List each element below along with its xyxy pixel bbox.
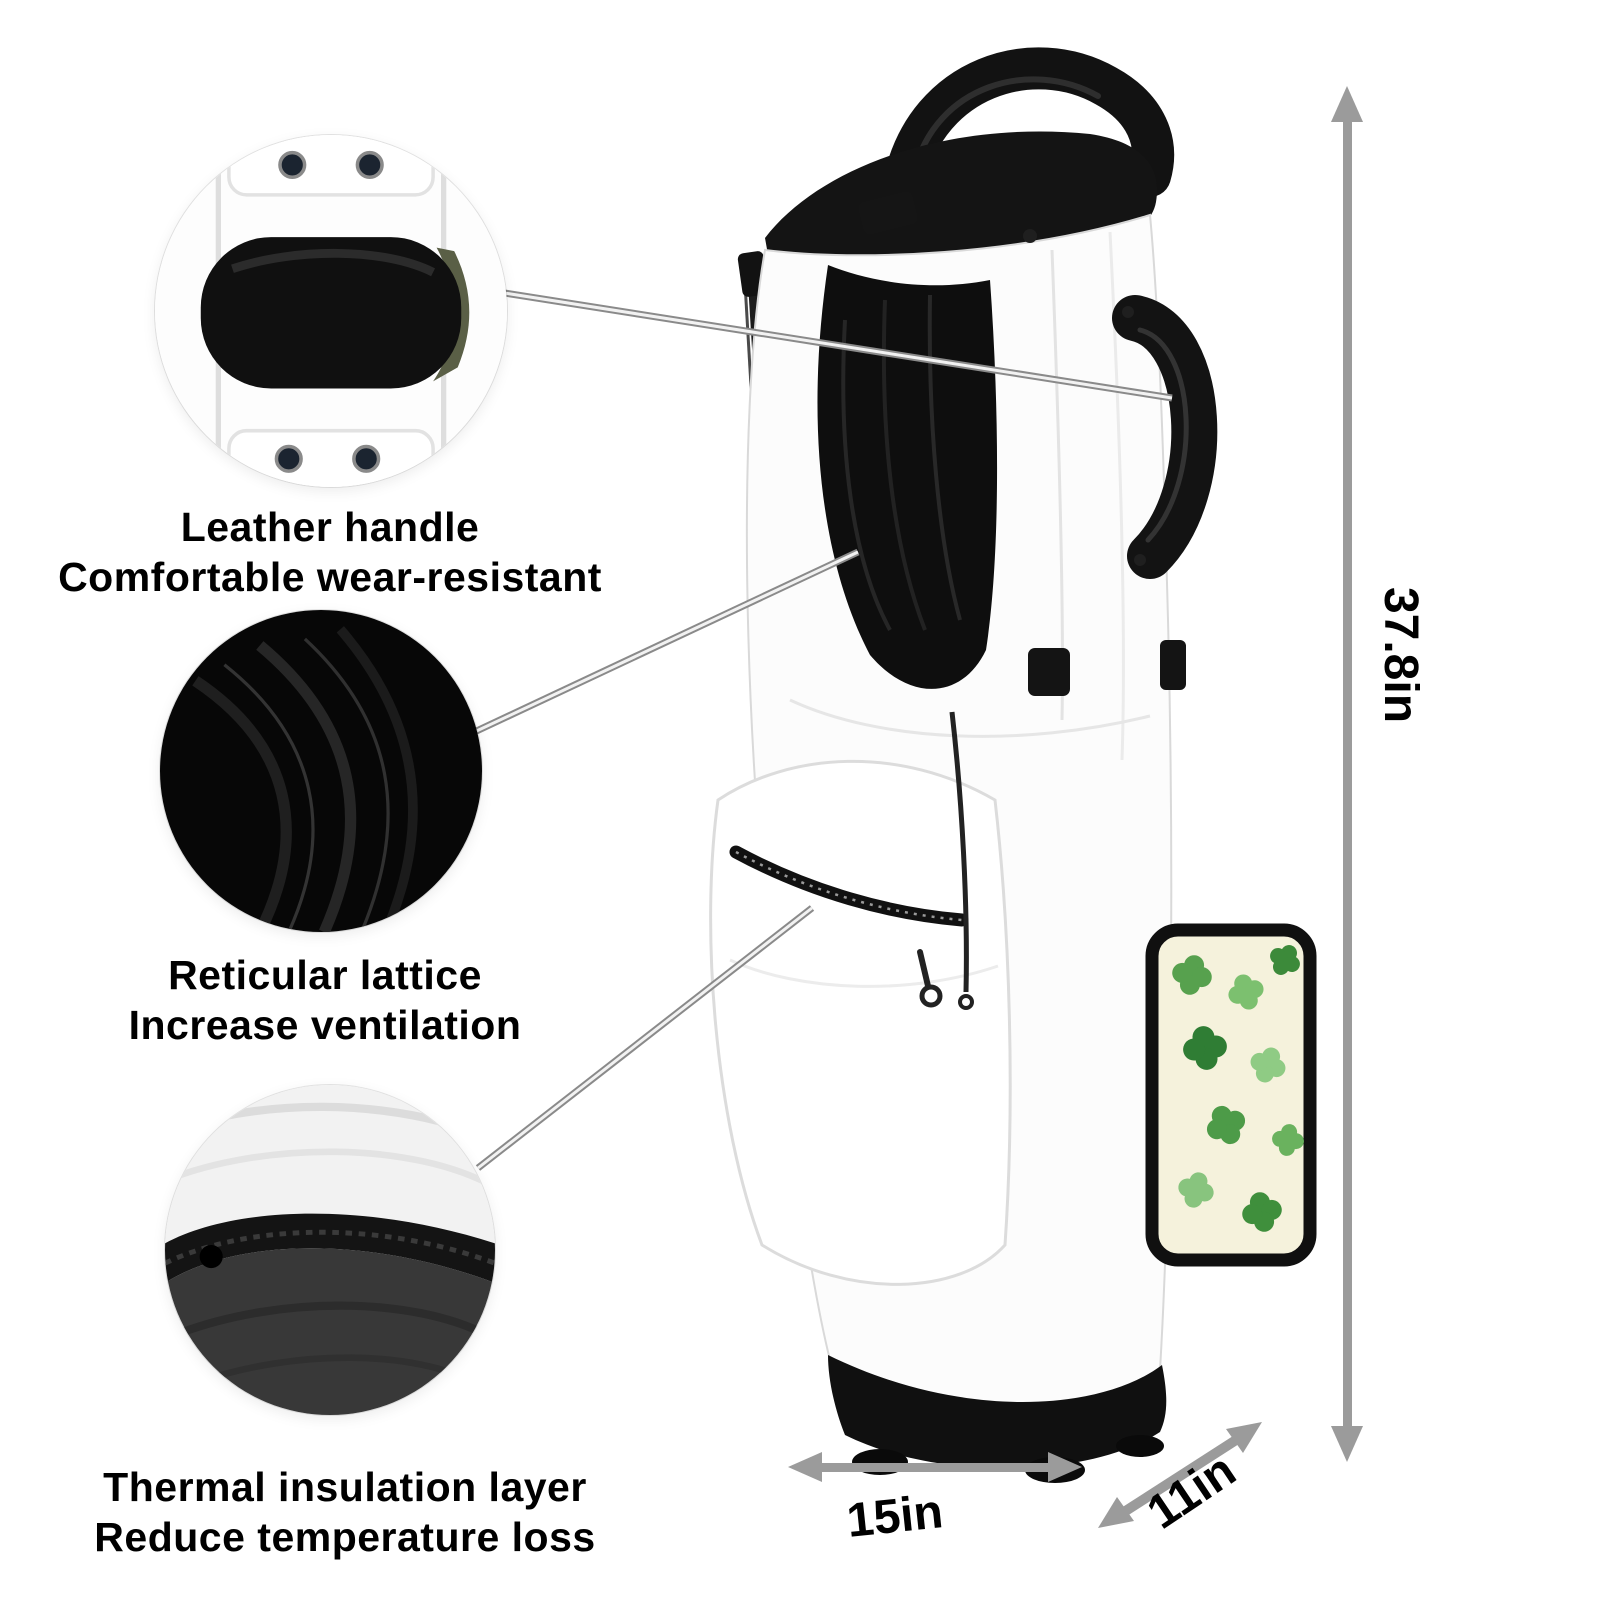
height-dimension-label: 37.8in [1374,586,1427,724]
buckle-clips [858,191,1186,696]
side-handle-icon [1112,295,1218,579]
leather-handle-closeup [155,135,507,487]
clover-pattern [1172,945,1304,1232]
callout-subtitle: Reduce temperature loss [94,1514,596,1561]
width-arrow-icon [788,1452,1082,1482]
clover-pocket [1145,923,1317,1267]
leather-handle-photo [155,135,507,487]
callout-label-leather-handle: Leather handle Comfortable wear-resistan… [5,502,655,602]
depth-arrow-icon [1098,1422,1262,1528]
connector-line-2 [466,548,860,739]
callout-title: Leather handle [180,504,480,550]
insulation-layer-photo [165,1085,495,1415]
top-handle-icon [884,47,1175,199]
callout-title: Reticular lattice [168,952,482,998]
callout-subtitle: Comfortable wear-resistant [58,554,602,601]
connector-lines [466,288,1173,1171]
height-arrow-icon [1331,86,1363,1462]
callout-label-reticular-lattice: Reticular lattice Increase ventilation [5,950,645,1050]
front-pocket [709,711,1012,1286]
callout-title: Thermal insulation layer [103,1464,587,1510]
callout-subtitle: Increase ventilation [128,1002,522,1049]
insulation-layer-closeup [165,1085,495,1415]
callout-label-thermal-insulation: Thermal insulation layer Reduce temperat… [0,1462,690,1562]
mesh-lattice-photo [160,610,482,932]
bag-collar [765,131,1158,266]
connector-line-1 [497,288,1173,402]
mesh-lattice-closeup [160,610,482,932]
connector-line-3 [475,905,815,1171]
